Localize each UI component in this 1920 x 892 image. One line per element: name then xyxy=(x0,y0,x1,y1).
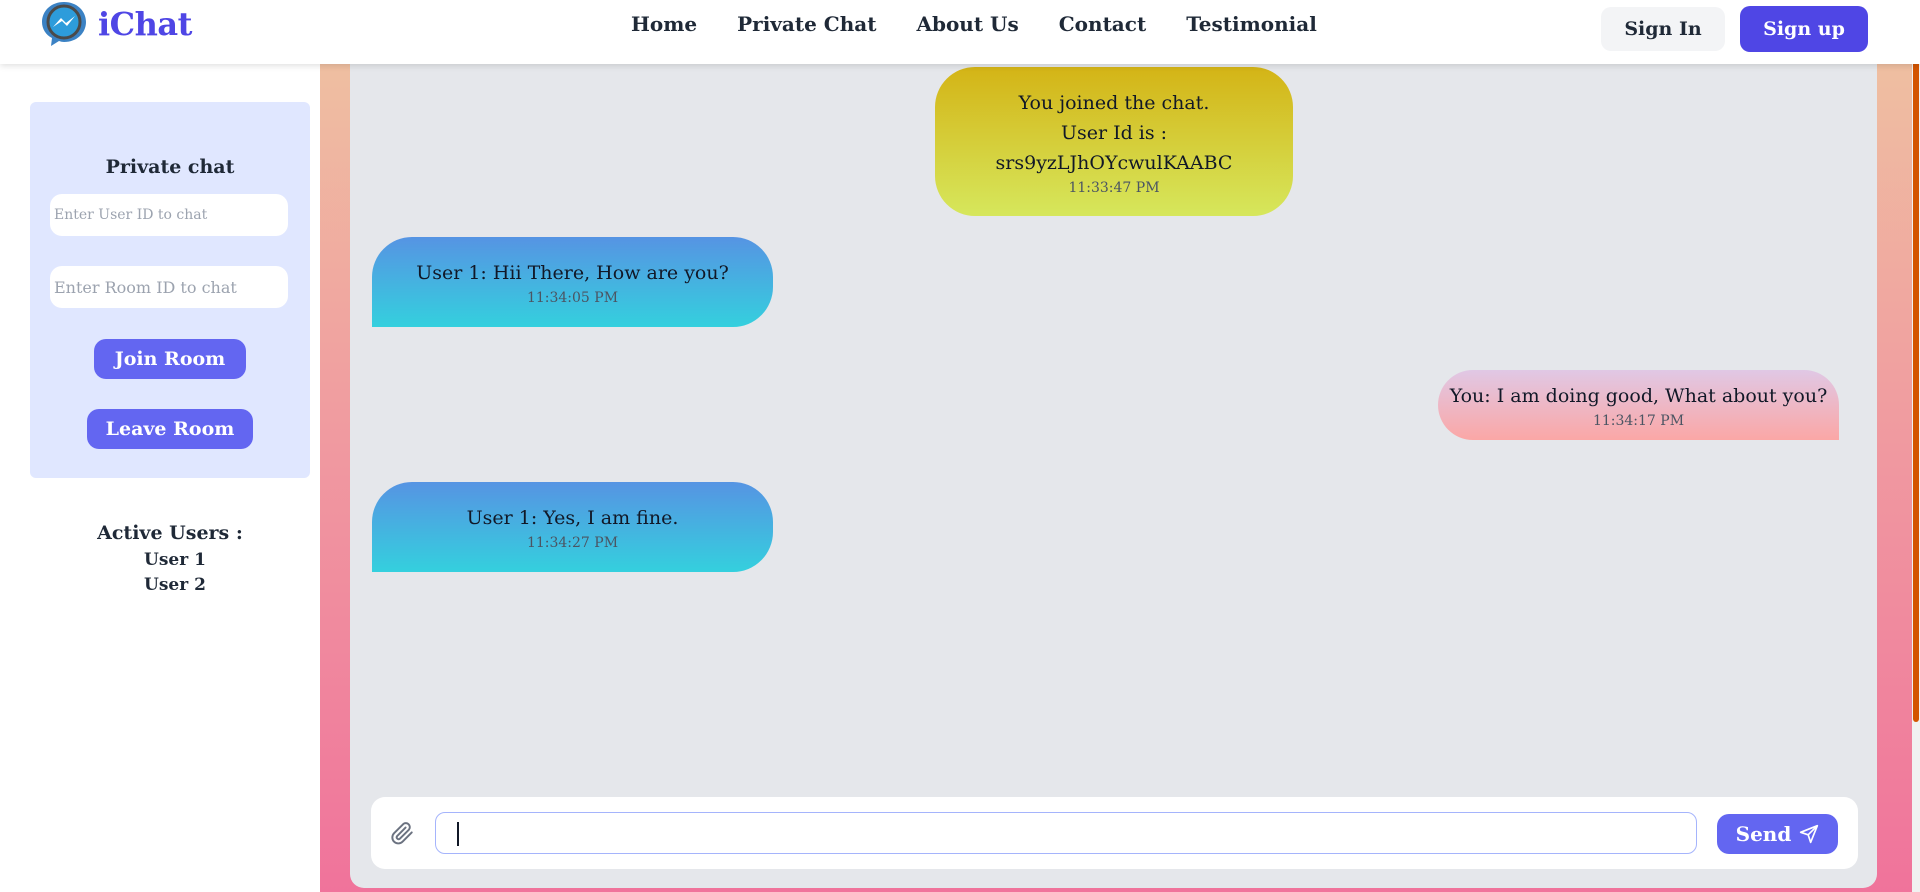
scrollbar-thumb[interactable] xyxy=(1913,30,1919,722)
system-message: You joined the chat. User Id is : srs9yz… xyxy=(935,67,1293,216)
nav-link-about-us[interactable]: About Us xyxy=(916,12,1019,36)
nav-link-home[interactable]: Home xyxy=(631,12,698,36)
message-text: User 1: Yes, I am fine. xyxy=(466,507,679,529)
sign-up-button[interactable]: Sign up xyxy=(1740,6,1868,52)
join-room-button[interactable]: Join Room xyxy=(94,339,246,379)
paperclip-icon[interactable] xyxy=(389,820,415,846)
active-user-item: User 1 xyxy=(144,550,206,570)
message-input[interactable] xyxy=(435,812,1697,854)
brand-name: iChat xyxy=(98,5,192,43)
nav-link-testimonial[interactable]: Testimonial xyxy=(1186,12,1317,36)
brand-logo[interactable]: iChat xyxy=(38,0,192,48)
private-chat-title: Private chat xyxy=(105,156,235,178)
sidebar: Private chat Join Room Leave Room Active… xyxy=(0,64,320,892)
paper-plane-icon xyxy=(1800,824,1819,844)
user-id-input[interactable] xyxy=(50,194,288,236)
message-timestamp: 11:33:47 PM xyxy=(1068,179,1160,196)
message-text: User Id is : xyxy=(1060,121,1168,144)
text-caret xyxy=(457,822,459,846)
message-text: You joined the chat. xyxy=(1018,91,1210,114)
message-composer: Send xyxy=(371,797,1858,869)
outgoing-message: You: I am doing good, What about you? 11… xyxy=(1438,370,1839,440)
sign-in-button[interactable]: Sign In xyxy=(1601,7,1725,51)
message-text: You: I am doing good, What about you? xyxy=(1449,385,1828,407)
message-timestamp: 11:34:05 PM xyxy=(526,290,619,306)
page-scrollbar[interactable] xyxy=(1912,0,1920,892)
leave-room-button[interactable]: Leave Room xyxy=(87,409,253,449)
message-text: User 1: Hii There, How are you? xyxy=(416,262,729,284)
send-button[interactable]: Send xyxy=(1717,814,1838,854)
active-users-title: Active Users : xyxy=(97,522,243,544)
messenger-icon xyxy=(42,2,86,46)
send-label: Send xyxy=(1735,822,1792,846)
nav-link-private-chat[interactable]: Private Chat xyxy=(737,12,877,36)
active-user-item: User 2 xyxy=(144,575,206,595)
navbar: iChat Home Private Chat About Us Contact… xyxy=(0,0,1920,64)
message-timestamp: 11:34:27 PM xyxy=(526,535,619,551)
nav-link-contact[interactable]: Contact xyxy=(1058,12,1147,36)
incoming-message: User 1: Yes, I am fine. 11:34:27 PM xyxy=(372,482,773,572)
incoming-message: User 1: Hii There, How are you? 11:34:05… xyxy=(372,237,773,327)
nav-links: Home Private Chat About Us Contact Testi… xyxy=(631,12,1317,36)
message-text: srs9yzLJhOYcwulKAABC xyxy=(995,151,1233,174)
private-chat-card: Private chat Join Room Leave Room xyxy=(30,102,310,478)
room-id-input[interactable] xyxy=(50,266,288,308)
message-timestamp: 11:34:17 PM xyxy=(1592,413,1685,429)
